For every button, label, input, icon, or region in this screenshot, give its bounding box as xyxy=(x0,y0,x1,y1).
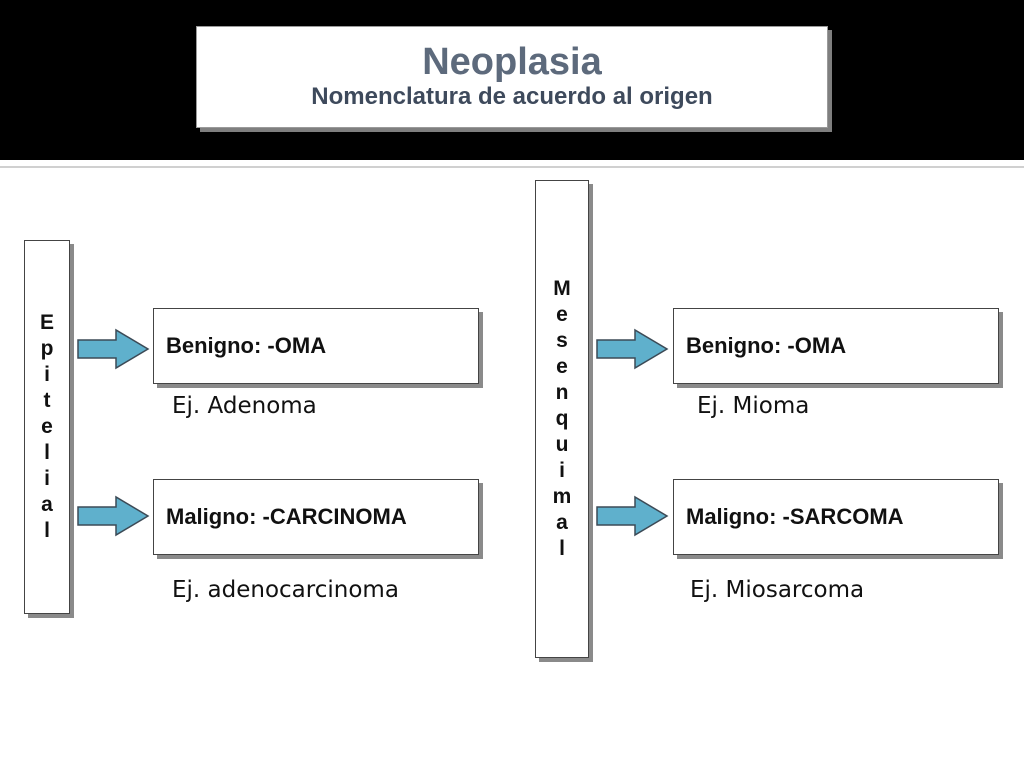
epitelial-benigno-box: Benigno: -OMA xyxy=(153,308,479,384)
epitelial-letter: i xyxy=(44,363,50,386)
epitelial-letter: t xyxy=(43,389,51,412)
mesenquimal-box: M e s e n q u i m a l xyxy=(535,180,589,658)
epitelial-benigno-example: Ej. Adenoma xyxy=(172,393,317,419)
mesenquimal-letter: q xyxy=(555,407,569,430)
epitelial-letter: e xyxy=(41,415,53,438)
mesenquimal-letter: n xyxy=(555,381,569,404)
mesenquimal-letter: a xyxy=(556,511,568,534)
arrow-right-icon xyxy=(596,495,669,537)
arrow-right-icon xyxy=(77,495,150,537)
mesenquimal-letter: l xyxy=(559,537,565,560)
epitelial-letter: i xyxy=(44,467,50,490)
mesenquimal-letter: u xyxy=(555,433,569,456)
mesenquimal-letter: e xyxy=(556,355,568,378)
mesenquimal-letter: m xyxy=(552,485,572,508)
mesenquimal-benigno-box: Benigno: -OMA xyxy=(673,308,999,384)
arrow-right-icon xyxy=(77,328,150,370)
epitelial-box: E p i t e l i a l xyxy=(24,240,70,614)
separator-line xyxy=(0,166,1024,168)
mesenquimal-letter: s xyxy=(556,329,568,352)
mesenquimal-letter: i xyxy=(559,459,565,482)
title-box: Neoplasia Nomenclatura de acuerdo al ori… xyxy=(196,26,828,128)
mesenquimal-letter: M xyxy=(553,277,571,300)
epitelial-letter: p xyxy=(40,337,54,360)
epitelial-maligno-example: Ej. adenocarcinoma xyxy=(172,577,399,603)
mesenquimal-maligno-box: Maligno: -SARCOMA xyxy=(673,479,999,555)
slide-title: Neoplasia xyxy=(422,41,602,83)
epitelial-letter: l xyxy=(44,441,50,464)
epitelial-letter: a xyxy=(41,493,53,516)
mesenquimal-letter: e xyxy=(556,303,568,326)
epitelial-letter: l xyxy=(44,519,50,542)
mesenquimal-maligno-example: Ej. Miosarcoma xyxy=(690,577,865,603)
mesenquimal-benigno-example: Ej. Mioma xyxy=(697,393,810,419)
slide-subtitle: Nomenclatura de acuerdo al origen xyxy=(311,83,713,110)
epitelial-letter: E xyxy=(39,311,54,334)
arrow-right-icon xyxy=(596,328,669,370)
epitelial-maligno-box: Maligno: -CARCINOMA xyxy=(153,479,479,555)
